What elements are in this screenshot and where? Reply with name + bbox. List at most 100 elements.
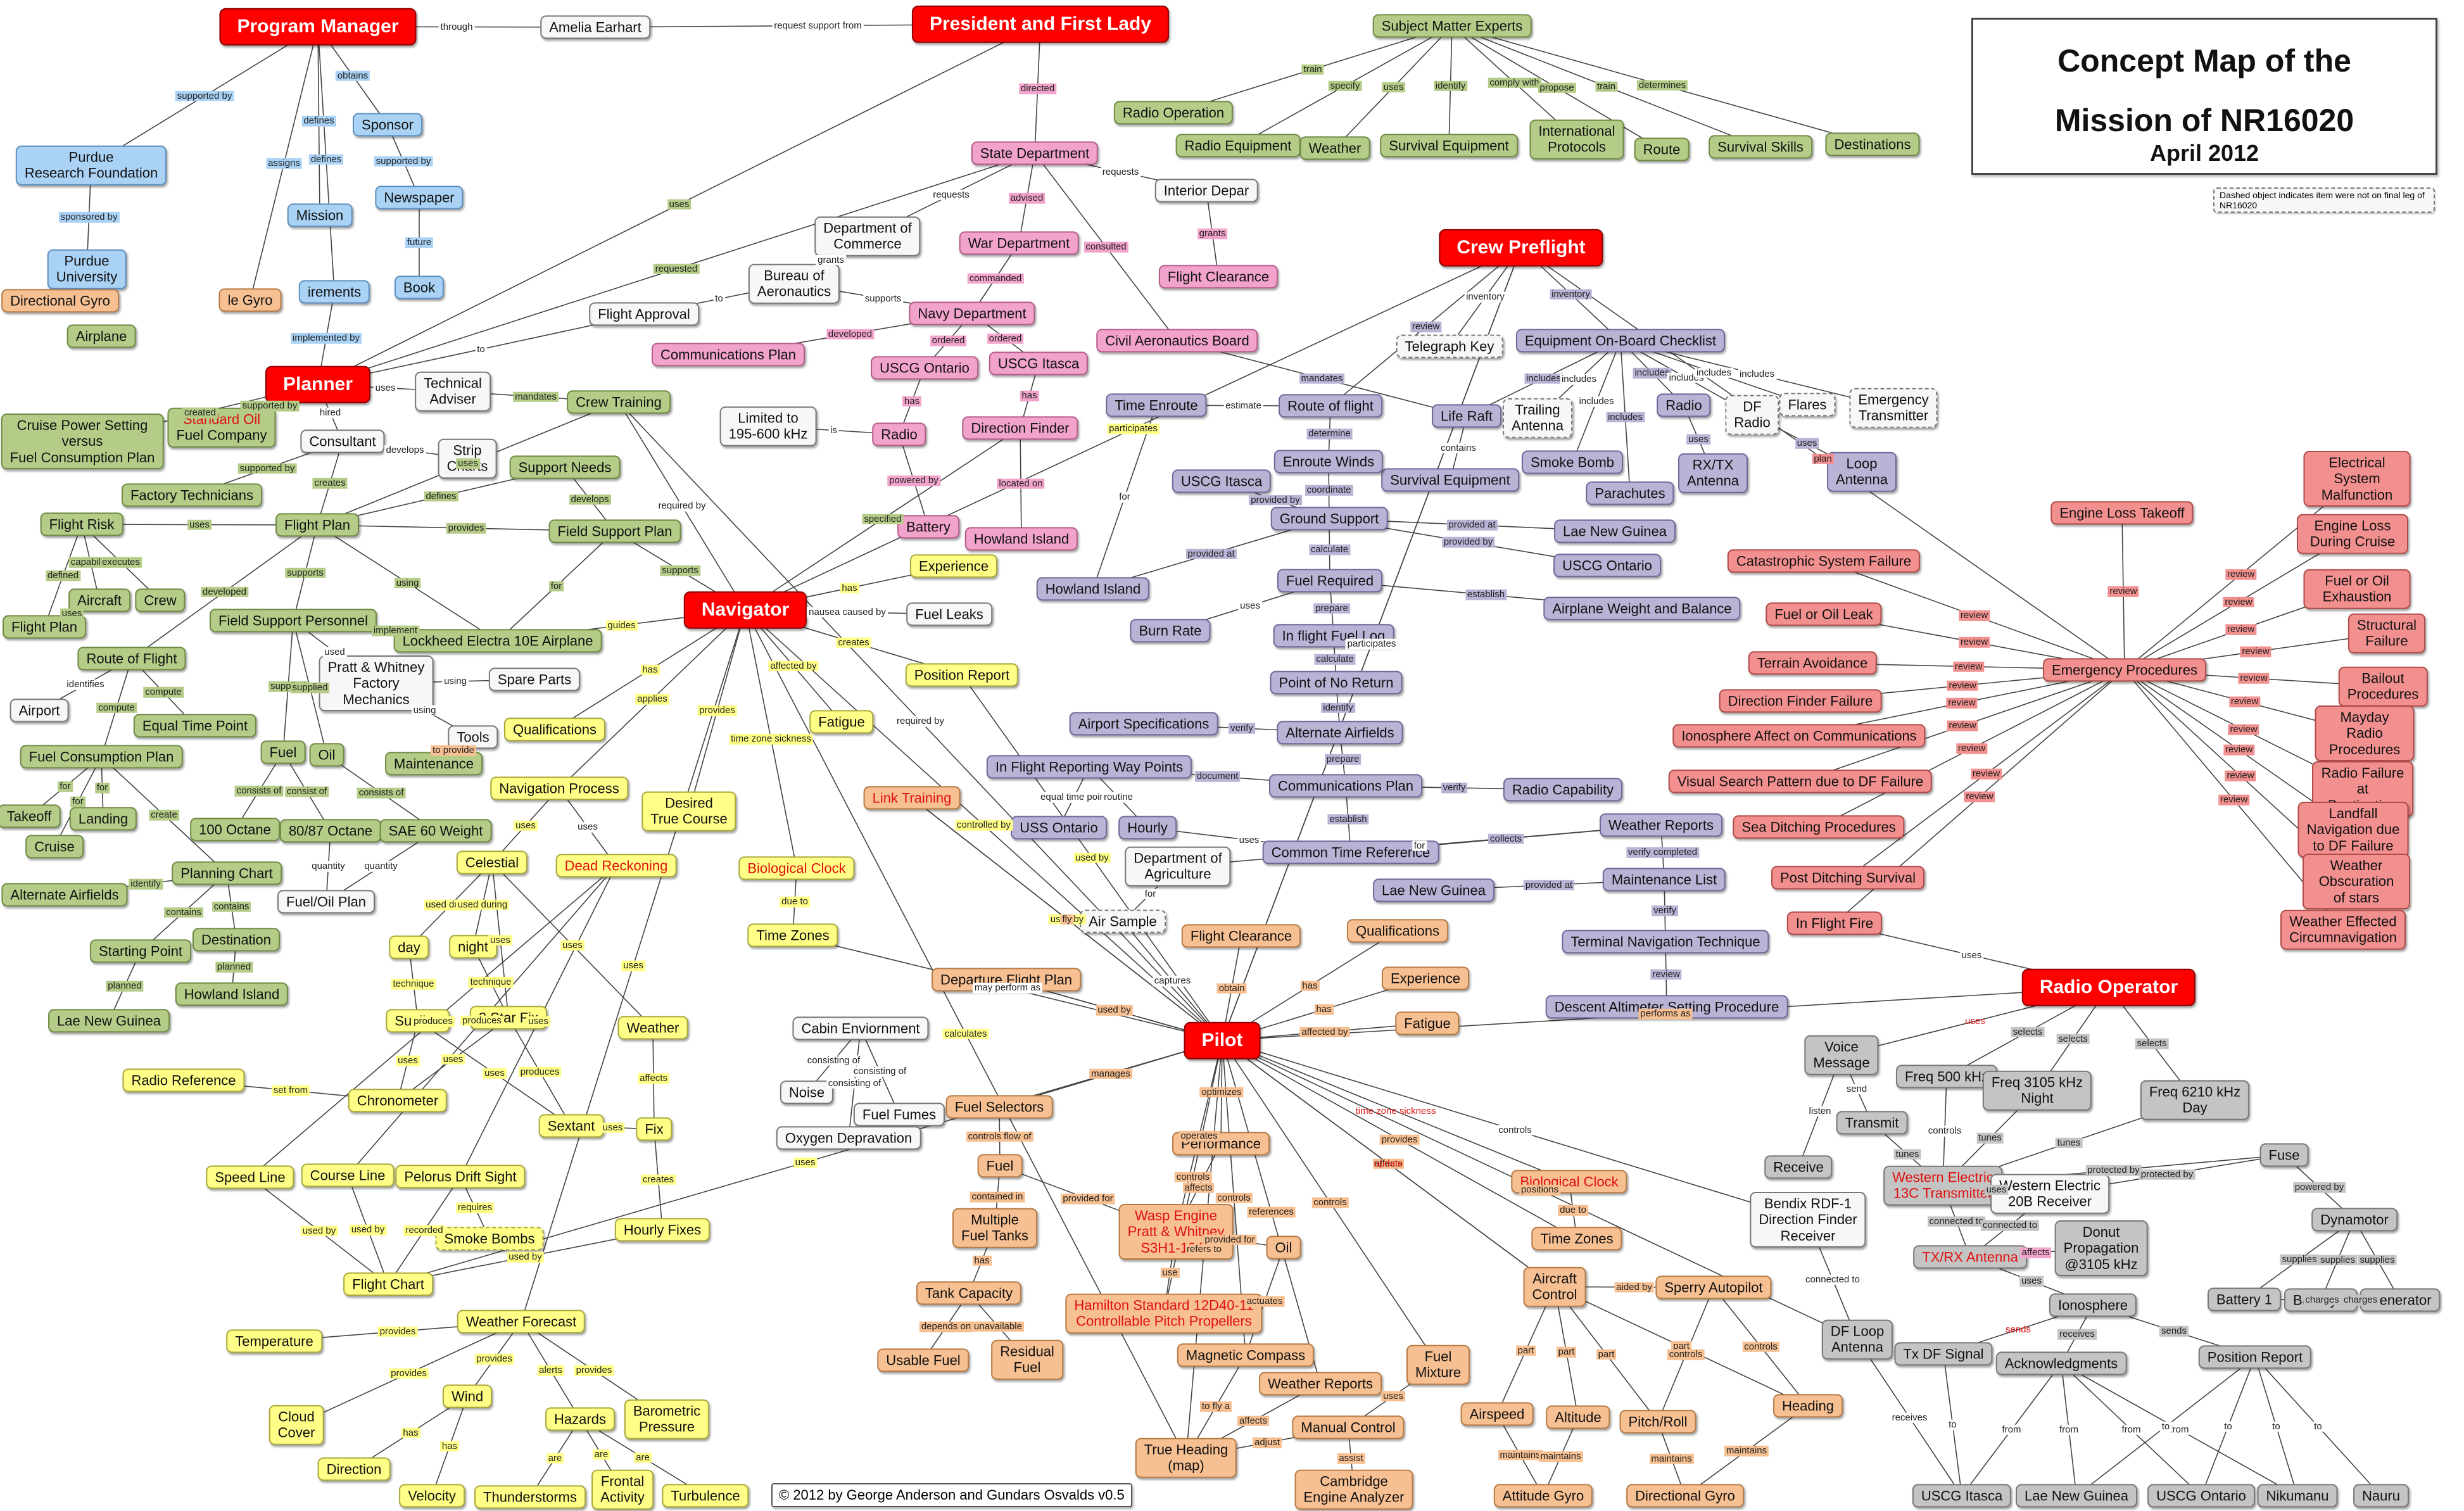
link-label-acknowledgments-to-uscg-ontario-g: from — [2120, 1424, 2143, 1435]
link-label-emergency-procedures-to-catastrophic-failure: review — [1958, 610, 1990, 621]
link-label-weather-y-to-fix: affects — [638, 1073, 669, 1084]
node-uscg-itasca-l: USCG Itasca — [1172, 469, 1272, 493]
link-label-acknowledgments-to-lae-ng-gray: from — [2057, 1424, 2080, 1435]
link-label-fuel-o-to-multiple-fuel-tanks: contained in — [970, 1191, 1025, 1203]
link-label-fix-to-hourly-fixes: creates — [640, 1174, 676, 1185]
link-label-txrx-antenna-to-ionosphere: uses — [2019, 1275, 2044, 1287]
link-label-pilot-to-fuel-selectors: manages — [1089, 1068, 1132, 1079]
link-label-heading-to-directional-gyro: maintains — [1724, 1445, 1769, 1457]
link-label-manual-control-to-true-heading: adjust — [1252, 1437, 1282, 1448]
node-maintenance-g: Maintenance — [385, 752, 483, 776]
link-label-course-line-to-flight-chart: used by — [349, 1224, 387, 1236]
link-label-generator-to-battery1: charges — [2303, 1294, 2341, 1305]
node-fuel-oil-exhaustion: Fuel or Oil Exhaustion — [2303, 569, 2411, 609]
node-fuel-mixture: Fuel Mixture — [1406, 1344, 1470, 1385]
link-label-wasp-engine-to-hamilton-standard: use — [1160, 1267, 1180, 1278]
node-wind: Wind — [442, 1384, 493, 1408]
link-label-hourly-fixes-to-flight-chart: used by — [507, 1251, 544, 1263]
node-comm-plan-pink: Communications Plan — [652, 343, 805, 367]
link-label-planning-chart-to-starting-point: contains — [164, 907, 203, 918]
link-label-state-dept-to-war-dept: advised — [1008, 193, 1046, 204]
node-fuel-o: Fuel — [977, 1154, 1023, 1178]
link-label-emergency-procedures-to-inflight-fire: review — [1964, 791, 1995, 802]
link-label-pratt-mechanics-to-tools: using — [411, 705, 438, 716]
node-chronometer: Chronometer — [348, 1089, 448, 1113]
link-label-position-report-gray-to-uscg-ontario-g: to — [2222, 1421, 2234, 1432]
node-oil-o: Oil — [1266, 1236, 1301, 1260]
node-fix: Fix — [636, 1117, 673, 1141]
node-air-sample: Air Sample — [1080, 909, 1166, 933]
link-label-ground-support-to-uscg-itasca-l: provided by — [1249, 495, 1302, 505]
node-receive: Receive — [1764, 1155, 1833, 1179]
node-pilot: Pilot — [1184, 1021, 1261, 1059]
link-label-emergency-procedures-to-post-ditching: review — [1970, 768, 2002, 780]
node-field-support-plan: Field Support Plan — [548, 519, 681, 543]
node-temperature: Temperature — [226, 1329, 322, 1353]
link-label-navigator-to-fatigue-y: affected by — [768, 661, 819, 671]
link-label-consultant-to-strip-charts: develops — [384, 445, 426, 455]
link-label-crew-preflight-to-emergency-procedures: plan — [1812, 453, 1834, 464]
link-label-program-manager-to-gyro-partial: assigns — [266, 158, 302, 169]
link-label-emergency-procedures-to-weather-circumnavigation: review — [2218, 794, 2250, 806]
link-label-dept-commerce-to-bureau-aero: grants — [816, 255, 846, 265]
node-life-raft: Life Raft — [1432, 404, 1501, 428]
node-uscg-ontario-g: USCG Ontario — [2147, 1484, 2255, 1508]
link-label-sme-to-radio-equipment: specify — [1328, 80, 1362, 91]
link-label-weather-forecast-to-navigator: uses — [621, 960, 645, 971]
node-post-ditching: Post Ditching Survival — [1771, 866, 1924, 890]
link-label-support-needs-to-field-support-plan: develops — [569, 494, 611, 505]
node-ground-support: Ground Support — [1270, 507, 1388, 531]
link-label-navigation-process-to-celestial: uses — [514, 820, 538, 831]
node-sperry-autopilot: Sperry Autopilot — [1655, 1275, 1772, 1299]
link-label-time-zones-y-to-pilot: may perform as — [972, 982, 1043, 994]
link-label-state-dept-to-interior-dept: requests — [1100, 167, 1141, 177]
link-label-flight-plan-to-route-of-flight-g: developed — [200, 586, 249, 597]
link-label-maintenance-list-to-lae-ng-l2: provided at — [1523, 880, 1575, 890]
link-label-sme-to-radio-operation: train — [1301, 64, 1324, 75]
node-weather-y: Weather — [617, 1016, 688, 1040]
link-label-alternate-airfields-l-to-comm-plan-l: prepare — [1324, 754, 1362, 765]
node-destination-g: Destination — [192, 928, 281, 952]
title-line-1: Concept Map of the — [2057, 43, 2351, 79]
link-label-common-time-ref-to-hourly: uses — [1237, 835, 1261, 845]
link-label-emergency-procedures-to-engine-loss-takeoff: review — [2107, 586, 2139, 597]
link-label-equipment-checklist-to-radio-l: includes — [1633, 367, 1672, 379]
link-label-flight-risk-to-flight-plan-2: defined — [45, 570, 81, 581]
link-label-ground-support-to-uscg-ontario-l: provided by — [1441, 536, 1495, 548]
node-position-report: Position Report — [905, 663, 1019, 687]
link-label-sextant-to-fix: uses — [600, 1122, 625, 1133]
node-performance: Performance — [1172, 1132, 1270, 1156]
link-label-limited-khz-to-radio-pink: is — [828, 425, 839, 436]
link-label-aircraft-control-to-altitude: part — [1556, 1346, 1577, 1358]
node-bureau-aero: Bureau of Aeronautics — [748, 263, 840, 304]
link-label-performance-to-wasp-engine: affects — [1182, 1182, 1215, 1193]
node-transmit: Transmit — [1836, 1111, 1908, 1135]
node-sea-ditching: Sea Ditching Procedures — [1733, 815, 1905, 839]
node-consultant: Consultant — [300, 429, 385, 453]
link-label-planner-to-consultant: hired — [317, 407, 343, 419]
node-lockheed: Lockheed Electra 10E Airplane — [393, 629, 602, 653]
link-label-dead-reckoning-to-pelorus: uses — [526, 1016, 550, 1027]
node-planner: Planner — [265, 365, 371, 403]
link-label-radio-pink-to-battery-pink: powered by — [887, 475, 940, 486]
link-label-chronometer-to-radio-reference: set from — [271, 1085, 310, 1096]
node-barometric-pressure: Barometric Pressure — [624, 1399, 710, 1439]
node-flares: Flares — [1779, 393, 1836, 417]
link-label-pelorus-to-smoke-bombs-y: requires — [455, 1202, 495, 1213]
link-label-uscg-ontario-pink-to-radio-pink: has — [902, 396, 922, 407]
node-ionosphere: Ionosphere — [2049, 1293, 2137, 1317]
node-interior-dept: Interior Depar — [1154, 179, 1258, 203]
node-structural-failure: Structural Failure — [2347, 613, 2426, 654]
node-weather-sme: Weather — [1299, 136, 1370, 160]
link-label-program-manager-to-purdue-rf: supported by — [175, 91, 234, 101]
node-equal-time-point: Equal Time Point — [133, 714, 257, 738]
node-fuel-oil-leak: Fuel or Oil Leak — [1766, 602, 1882, 626]
link-label-position-report-gray-to-nikumanu: to — [2270, 1421, 2282, 1432]
node-navy-dept: Navy Department — [909, 301, 1035, 326]
link-label-fuel-consumption-plan-to-landing: for — [94, 782, 110, 793]
node-df-loop-antenna: DF Loop Antenna — [1821, 1319, 1893, 1360]
link-label-airspeed-to-attitude-gyro: maintains — [1498, 1450, 1543, 1460]
node-cruise-power: Cruise Power Setting versus Fuel Consump… — [1, 414, 164, 469]
node-heading: Heading — [1773, 1394, 1843, 1418]
link-label-uscg-itasca-pink-to-direction-finder-pink: has — [1020, 390, 1039, 401]
